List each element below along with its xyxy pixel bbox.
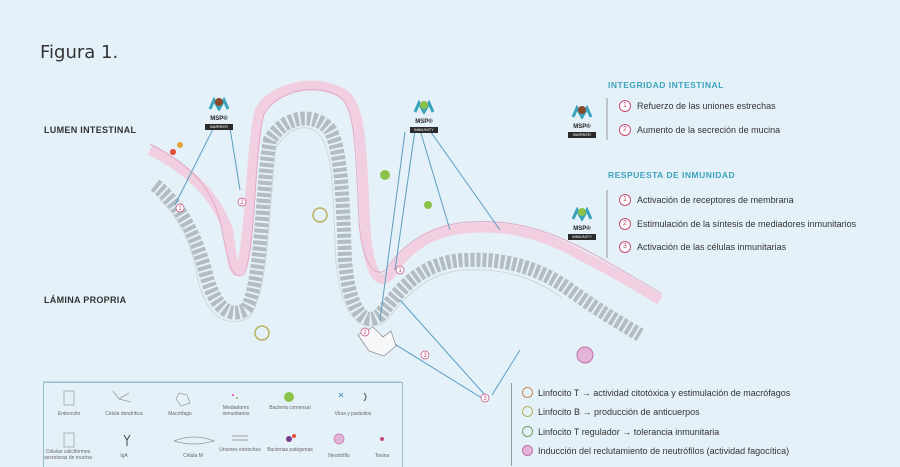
immune-cells-box: Linfocito T → actividad citotóxica y est… (511, 383, 876, 466)
legend-mediadores: Mediadores inmunitarios (222, 405, 250, 417)
legend-bacterias-patogenas: Bacterias patógenas (267, 447, 313, 453)
legend-neutrofilo: Neutrófilo (328, 453, 350, 459)
svg-text:1: 1 (178, 206, 182, 212)
legend-caliciformes: Células caliciformes secretoras de mucin… (44, 449, 92, 461)
msp-immunity-badge: MSP®IMMUNITY (568, 206, 596, 240)
cell-line-b: Linfocito B → producción de anticuerpos (522, 406, 700, 417)
msp-barrier-badge: MSP®BARRIER (568, 104, 596, 138)
msp-barrier-badge-diagram: MSP®BARRIER (205, 96, 233, 130)
legend-bacteria-comensal: Bacteria comensal (269, 405, 311, 411)
svg-text:2: 2 (240, 200, 244, 206)
legend: Enterocito Célula dendrítica Macrófago M… (43, 382, 403, 467)
svg-text:2: 2 (363, 330, 367, 336)
legend-virus: Virus y parásitos (334, 411, 372, 417)
legend-enterocito: Enterocito (57, 411, 81, 417)
epithelium (150, 111, 644, 342)
svg-text:1: 1 (398, 268, 402, 274)
msp-immunity-badge-diagram: MSP®IMMUNITY (410, 99, 438, 133)
respuesta-title: RESPUESTA DE INMUNIDAD (608, 170, 736, 180)
lamina-label: LÁMINA PROPRIA (44, 295, 127, 305)
figure-title: Figura 1. (40, 42, 119, 63)
legend-celula-m: Célula M (183, 453, 203, 459)
cell-line-treg: Linfocito T regulador → tolerancia inmun… (522, 426, 719, 437)
lumen-label: LUMEN INTESTINAL (44, 125, 137, 135)
mucus-layer (147, 80, 663, 305)
legend-uniones: Uniones estrechas (219, 447, 261, 453)
legend-iga: IgA (120, 453, 128, 459)
svg-text:3: 3 (483, 396, 487, 402)
legend-macrofago: Macrófago (168, 411, 192, 417)
cell-line-neutrophil: Inducción del reclutamiento de neutrófil… (522, 445, 789, 456)
cell-line-t: Linfocito T → actividad citotóxica y est… (522, 387, 790, 398)
svg-text:3: 3 (423, 353, 427, 359)
legend-dendritica: Célula dendrítica (105, 411, 143, 417)
integridad-title: INTEGRIDAD INTESTINAL (608, 80, 724, 90)
legend-toxina: Toxina (374, 453, 390, 459)
